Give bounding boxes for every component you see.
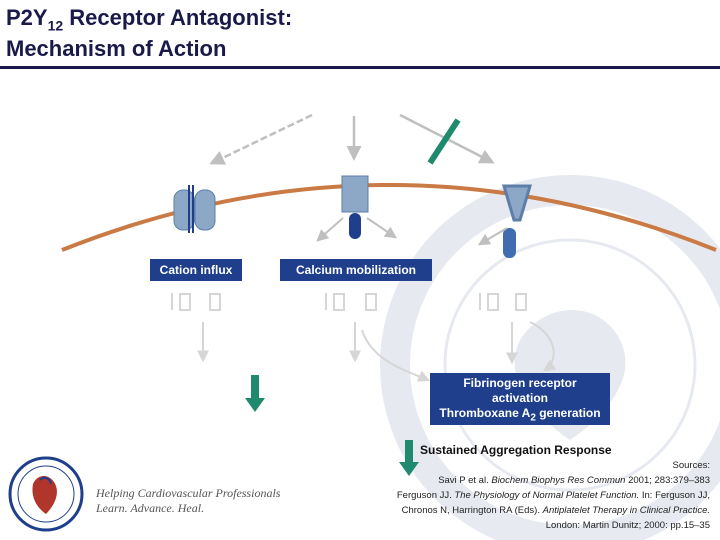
p2y12-receptor (477, 184, 533, 258)
fibrinogen-line2: activation (491, 391, 548, 405)
tagline-line2: Learn. Advance. Heal. (96, 501, 205, 515)
green-arrow-left (245, 375, 265, 412)
bracket-right (479, 293, 527, 311)
inhibition-bar (427, 118, 461, 165)
calcium-mobilization-box: Calcium mobilization (280, 259, 432, 281)
footer-tagline: Helping Cardiovascular Professionals Lea… (96, 486, 280, 516)
source-ref1: Savi P et al. Biochem Biophys Res Commun… (438, 475, 710, 486)
fibrinogen-activation-box: Fibrinogen receptor activation Thromboxa… (430, 373, 610, 425)
fibrinogen-line1: Fibrinogen receptor (463, 376, 577, 390)
cation-influx-box: Cation influx (150, 259, 242, 281)
tagline-line1: Helping Cardiovascular Professionals (96, 486, 281, 500)
thromboxane-line: Thromboxane A2 generation (439, 406, 601, 424)
arrow-curve-center (361, 329, 431, 382)
ion-channel-receptor (173, 185, 216, 233)
bracket-left (171, 293, 221, 311)
bracket-center (325, 293, 377, 311)
green-arrow-bottom (399, 440, 419, 476)
title-underline (0, 66, 720, 69)
arrow-left-diagonal (209, 113, 313, 165)
center-receptor (316, 175, 397, 242)
arrow-curve-right (529, 321, 557, 372)
cell-membrane (61, 183, 717, 252)
sources-heading: Sources: (672, 460, 711, 471)
page-title: P2Y12 Receptor Antagonist:Mechanism of A… (6, 5, 293, 62)
source-ref2-line3: London: Martin Dunitz; 2000: pp.15–35 (545, 520, 710, 531)
source-ref2: Ferguson JJ. The Physiology of Normal Pl… (396, 490, 710, 501)
sources-citation: Sources: Savi P et al. Biochem Biophys R… (310, 458, 710, 533)
source-ref2-line2: Chronos N, Harrington RA (Eds). Antiplat… (401, 505, 710, 516)
college-seal-logo (8, 456, 84, 532)
sustained-aggregation-label: Sustained Aggregation Response (420, 443, 612, 457)
